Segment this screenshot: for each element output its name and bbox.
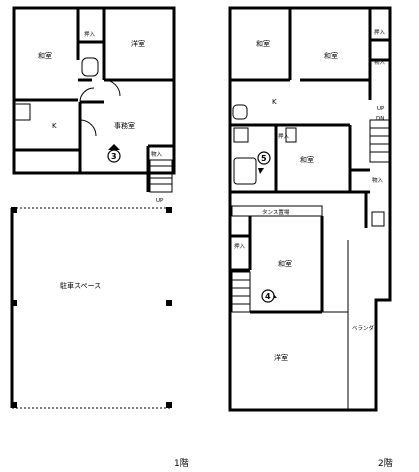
floor2-plan: 和室 和室 押入 物入 K UP DN 押入 和室 物入 タンス置場 押入 和室… [228, 6, 393, 469]
floor1-oshiire-label: 押入 [84, 30, 96, 38]
floor2-stairs [369, 119, 391, 163]
parking-area [10, 207, 172, 409]
floor2-kitchen-label: K [272, 98, 277, 106]
floor2-oshiire-a-label: 押入 [374, 28, 386, 36]
floor2-tansu-label: タンス置場 [262, 208, 290, 216]
floor1-label: 1階 [174, 458, 189, 469]
floor2-washitsu-d-label: 和室 [278, 259, 292, 268]
floor1-kitchen-label: K [52, 122, 57, 130]
floor2-washitsu-c-label: 和室 [300, 155, 314, 164]
floor2-monoire-b-label: 物入 [372, 176, 384, 184]
floor1-office-label: 事務室 [114, 121, 135, 130]
floor2-oshiire-b-label: 押入 [278, 132, 290, 140]
floor2-oshiire-c-label: 押入 [234, 242, 246, 250]
camera-marker-5: 5 [257, 151, 271, 174]
floor1-up-label: UP [156, 198, 164, 204]
floor2-monoire-a-label: 物入 [374, 58, 386, 66]
floor2-label: 2階 [378, 458, 393, 469]
floor2-dn-label: DN [376, 116, 384, 122]
floor2-lower-stairs [231, 271, 251, 313]
floor1-plan: 和室 押入 洋室 K 事務室 物入 UP 駐車スペース 3 1階 [10, 6, 189, 469]
floor1-building-outline [12, 6, 176, 175]
floor2-washitsu-b-label: 和室 [324, 51, 338, 60]
camera-marker-3: 3 [107, 144, 121, 163]
floor2-youshitsu-label: 洋室 [274, 353, 288, 362]
floor1-monoire-label: 物入 [151, 150, 163, 158]
svg-text:4: 4 [265, 292, 271, 301]
floor1-washitsu-label: 和室 [38, 51, 52, 60]
svg-text:5: 5 [261, 154, 267, 163]
floor1-stairs [149, 159, 173, 193]
parking-label: 駐車スペース [60, 281, 101, 290]
camera-marker-4: 4 [261, 289, 277, 303]
floor1-youshitsu-label: 洋室 [131, 39, 145, 48]
floor2-up-label: UP [377, 106, 385, 112]
floor2-building-outline [228, 6, 392, 412]
floor2-washitsu-a-label: 和室 [256, 39, 270, 48]
floor2-veranda-label: ベランダ [352, 324, 375, 332]
svg-text:3: 3 [111, 152, 117, 161]
